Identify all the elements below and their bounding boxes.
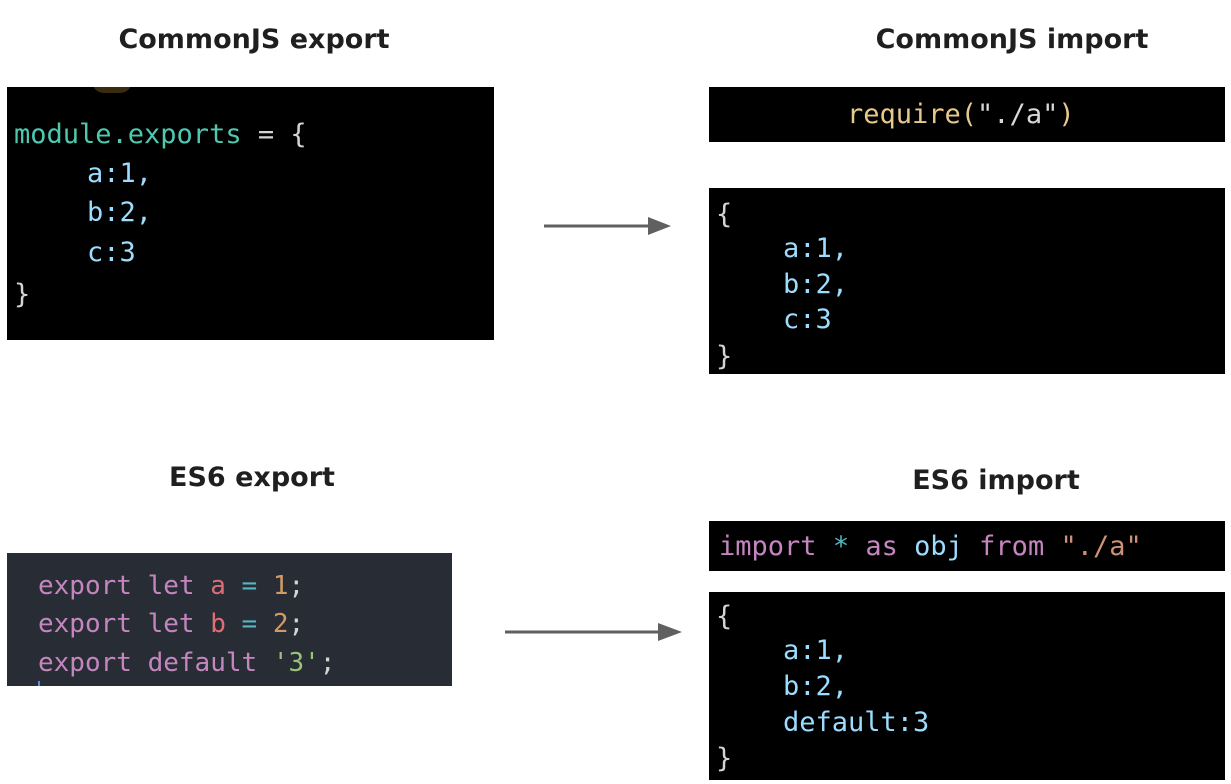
module-path-string: "./a"	[1060, 531, 1142, 562]
code-line: b:2,	[783, 269, 849, 300]
code-line: {	[716, 601, 733, 632]
number-token: 2	[272, 609, 289, 639]
export-keyword: export	[38, 609, 132, 639]
cjs-export-code-block: module.exports = { a:1, b:2, c:3 }	[7, 87, 494, 340]
cjs-import-result-block: { a:1, b:2, c:3 }	[709, 188, 1225, 374]
cjs-export-heading: CommonJS export	[118, 24, 390, 55]
es6-export-code-block: export let a = 1; export let b = 2; expo…	[7, 553, 452, 686]
code-line: export let a = 1;	[38, 567, 304, 605]
paren-token: )	[1058, 99, 1075, 130]
require-call-token: require(	[847, 99, 978, 130]
es6-import-result-block: { a:1, b:2, default:3 }	[709, 592, 1225, 780]
variable-token: a	[210, 571, 226, 601]
namespace-identifier: obj	[914, 531, 963, 562]
code-line: {	[716, 199, 733, 230]
code-line: c:3	[783, 304, 832, 335]
code-line: a:1,	[783, 233, 849, 264]
code-line: require("./a")	[847, 96, 1075, 134]
string-token: '3'	[272, 648, 320, 678]
es6-export-heading: ES6 export	[169, 462, 335, 493]
code-line: }	[716, 743, 733, 774]
let-keyword: let	[147, 571, 195, 601]
star-token: *	[832, 531, 850, 562]
operator-token: =	[241, 609, 258, 639]
code-line: export default '3';	[38, 644, 335, 682]
module-exports-token: module.exports	[14, 119, 242, 150]
code-line: b:2,	[783, 671, 849, 702]
es6-import-heading: ES6 import	[912, 465, 1080, 496]
code-line: default:3	[783, 707, 930, 738]
code-line: a:1,	[783, 635, 849, 666]
code-line: b:2,	[87, 197, 153, 228]
from-keyword: from	[979, 531, 1045, 562]
as-keyword: as	[865, 531, 898, 562]
cjs-require-code-block: require("./a")	[709, 87, 1225, 142]
es6-import-code-block: import * as obj from "./a"	[709, 521, 1225, 571]
arrow-head	[658, 623, 682, 641]
operator-token: =	[241, 571, 258, 601]
arrow-head	[648, 217, 671, 235]
semicolon-token: ;	[288, 571, 305, 601]
code-line: module.exports = {	[14, 116, 307, 154]
cjs-arrow-icon	[544, 217, 671, 235]
code-line: export let b = 2;	[38, 605, 304, 643]
code-line: }	[14, 279, 31, 310]
semicolon-token: ;	[319, 648, 336, 678]
let-keyword: let	[147, 609, 195, 639]
semicolon-token: ;	[288, 609, 305, 639]
export-keyword: export	[38, 648, 132, 678]
assign-token: = {	[241, 119, 307, 150]
code-line: }	[716, 341, 733, 372]
default-keyword: default	[147, 648, 258, 678]
cjs-import-heading: CommonJS import	[875, 24, 1149, 55]
es6-arrow-icon	[505, 623, 682, 641]
text-cursor	[38, 681, 40, 686]
code-line: c:3	[87, 237, 136, 268]
export-keyword: export	[38, 571, 132, 601]
import-keyword: import	[719, 531, 817, 562]
editor-cursor-artifact	[92, 87, 132, 93]
code-line: import * as obj from "./a"	[719, 528, 1142, 566]
number-token: 1	[272, 571, 289, 601]
variable-token: b	[210, 609, 226, 639]
module-path-string: "./a"	[977, 99, 1059, 130]
code-line: a:1,	[87, 158, 153, 189]
